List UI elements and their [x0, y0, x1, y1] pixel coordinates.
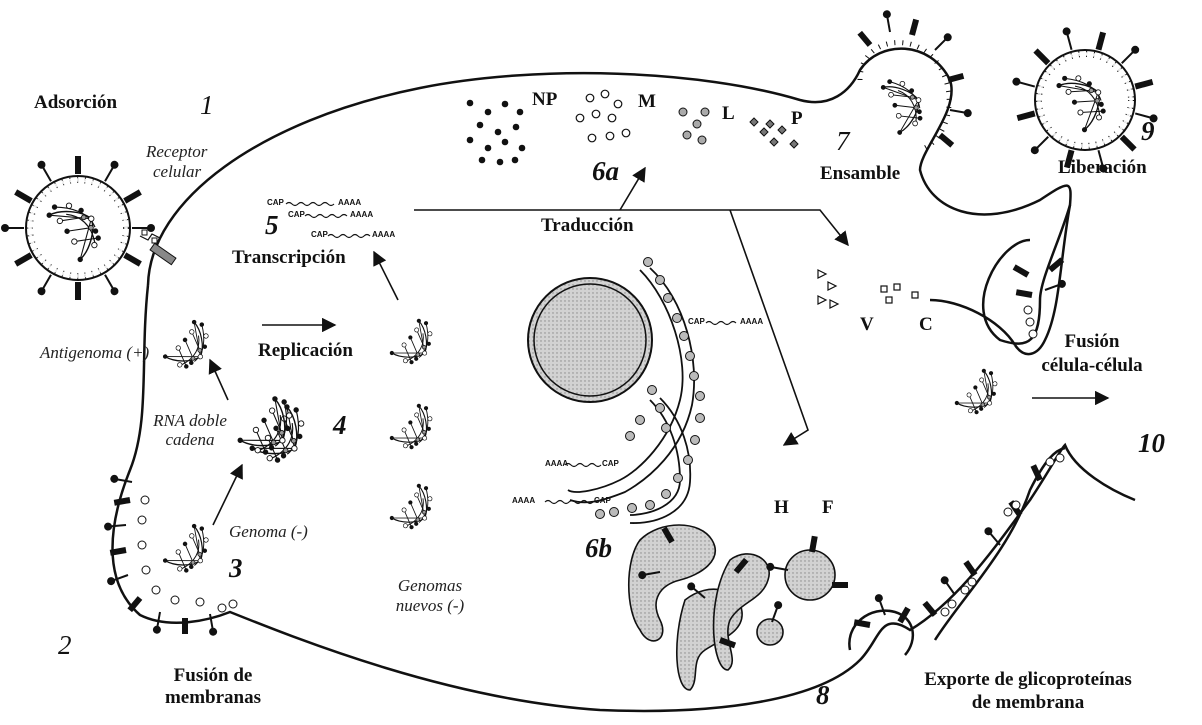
- step-4: 4: [333, 412, 347, 439]
- label-antigenoma: Antigenoma (+): [40, 344, 149, 361]
- label-l: L: [722, 104, 735, 123]
- mrna-er3-polya: AAAA: [512, 497, 535, 505]
- step-7: 7: [836, 128, 850, 155]
- membrane-fusion-spikes: [104, 474, 237, 636]
- label-replicacion: Replicación: [258, 341, 353, 360]
- mrna-strands: [286, 203, 736, 504]
- mrna-1-cap: CAP: [267, 199, 284, 207]
- label-transcripcion: Transcripción: [232, 248, 346, 267]
- label-ensamble: Ensamble: [820, 164, 900, 183]
- golgi-vesicles: [629, 525, 848, 690]
- label-adsorcion: Adsorción: [34, 93, 117, 112]
- nucleocapsid-fusion: [954, 366, 1008, 422]
- mrna-er2-polya: AAAA: [545, 460, 568, 468]
- step-5: 5: [265, 212, 279, 239]
- label-cadena: cadena: [145, 431, 235, 448]
- label-exporte-2: de membrana: [898, 693, 1158, 712]
- label-genoma: Genoma (-): [229, 523, 308, 540]
- label-liberacion: Liberación: [1058, 158, 1147, 177]
- label-traduccion: Traducción: [541, 216, 634, 235]
- label-v: V: [860, 315, 874, 334]
- virion-released: [1012, 27, 1159, 174]
- label-genomas: Genomas: [385, 577, 475, 594]
- label-np: NP: [532, 90, 557, 109]
- protein-v: [818, 270, 838, 308]
- protein-m: [576, 90, 630, 142]
- mrna-3-cap: CAP: [311, 231, 328, 239]
- export-membrane-spikes: [854, 454, 1064, 628]
- step-3: 3: [229, 555, 243, 582]
- label-p: P: [791, 109, 803, 128]
- label-receptor: Receptor: [146, 143, 207, 160]
- label-rna-doble: RNA doble: [145, 412, 235, 429]
- label-membranas: membranas: [148, 688, 278, 707]
- step-8: 8: [816, 682, 830, 709]
- protein-c: [881, 284, 918, 303]
- budding-virion: [857, 10, 972, 150]
- mrna-er2-cap: CAP: [602, 460, 619, 468]
- label-h: H: [774, 498, 789, 517]
- label-fusion: Fusión: [1030, 332, 1154, 351]
- protein-np: [467, 100, 526, 166]
- label-exporte-1: Exporte de glicoproteínas: [898, 670, 1158, 689]
- mrna-1-polya: AAAA: [338, 199, 361, 207]
- mrna-er3-cap: CAP: [594, 497, 611, 505]
- virion-adsorption: [1, 156, 155, 300]
- nucleocapsid-new-3: [389, 481, 443, 537]
- nucleocapsid-new-2: [389, 401, 443, 457]
- nucleocapsid-antigenome: [162, 317, 220, 377]
- cell-membrane-lower: [930, 300, 1015, 345]
- step-9: 9: [1141, 118, 1155, 145]
- step-6b: 6b: [585, 535, 612, 562]
- nucleus: [528, 278, 652, 402]
- mrna-2-cap: CAP: [288, 211, 305, 219]
- step-10: 10: [1138, 430, 1165, 457]
- nucleocapsid-genome: [162, 521, 220, 581]
- mrna-er-polya: AAAA: [740, 318, 763, 326]
- step-2: 2: [58, 632, 72, 659]
- step-1: 1: [200, 92, 214, 119]
- label-fusion-de: Fusión de: [148, 666, 278, 685]
- mrna-3-polya: AAAA: [372, 231, 395, 239]
- label-celula-celula: célula-célula: [1030, 356, 1154, 375]
- label-nuevos: nuevos (-): [385, 597, 475, 614]
- label-f: F: [822, 498, 834, 517]
- step-6a: 6a: [592, 158, 619, 185]
- nucleocapsid-new-1: [389, 316, 443, 372]
- label-c: C: [919, 315, 933, 334]
- mrna-2-polya: AAAA: [350, 211, 373, 219]
- protein-l: [679, 108, 709, 144]
- label-celular: celular: [153, 163, 201, 180]
- mrna-er-cap: CAP: [688, 318, 705, 326]
- label-m: M: [638, 92, 656, 111]
- cell-receptor: [140, 230, 176, 265]
